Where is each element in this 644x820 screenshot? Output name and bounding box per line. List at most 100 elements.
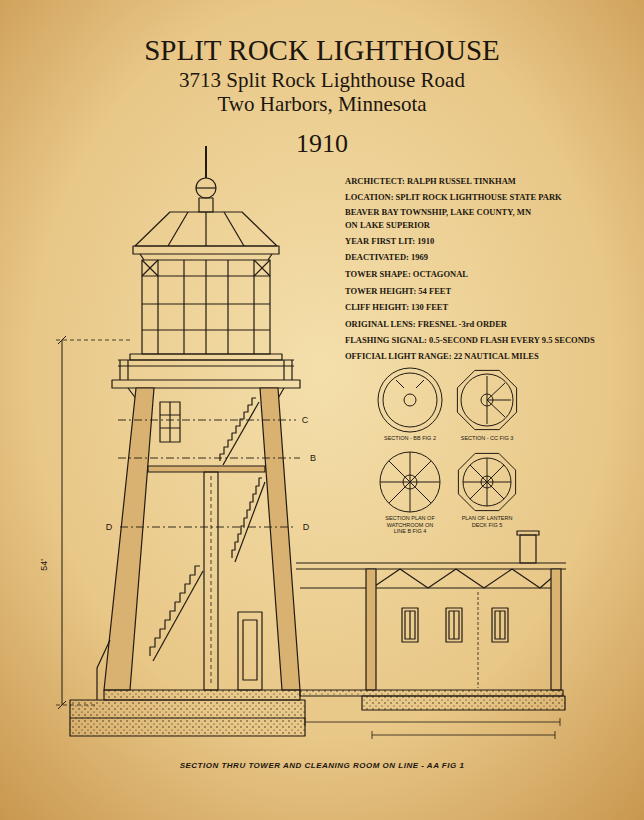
cleaning-room-section — [362, 696, 565, 710]
tower-section — [220, 398, 256, 461]
plan-sections — [481, 394, 493, 406]
year-label: 1910 — [296, 131, 348, 157]
tower-section — [235, 482, 265, 562]
cleaning-room-section — [409, 611, 410, 639]
cleaning-room-section — [449, 611, 459, 639]
spec-line: CLIFF HEIGHT: 130 FEET — [345, 303, 448, 312]
tower-section — [232, 478, 262, 558]
cleaning-room-section — [453, 611, 454, 639]
tower-section — [196, 178, 216, 198]
dimension-lines — [62, 340, 63, 705]
spec-line: DEACTIVATED: 1969 — [345, 253, 428, 262]
cleaning-room-section — [499, 611, 500, 639]
dimension-label: 54' — [40, 559, 49, 571]
cleaning-room-section — [405, 611, 415, 639]
cleaning-room-section — [495, 611, 505, 639]
section-lines — [118, 420, 300, 527]
cleaning-room-section — [305, 722, 560, 735]
tower-section — [70, 146, 305, 736]
cleaning-room-section — [517, 531, 539, 535]
spec-line: ARCHICTECT: RALPH RUSSEL TINKHAM — [345, 177, 516, 186]
plan-sections — [378, 368, 442, 432]
section-letter: D — [106, 523, 113, 532]
plan-sections — [404, 394, 416, 406]
tower-section — [70, 700, 305, 736]
cleaning-room-section — [305, 718, 560, 739]
cleaning-room-section — [551, 569, 561, 690]
section-letter: C — [302, 416, 309, 425]
plan-caption: SECTION - CC FIG 3 — [459, 435, 515, 442]
tower-section — [153, 571, 203, 661]
spec-line: LOCATION: SPLIT ROCK LIGHTHOUSE STATE PA… — [345, 193, 562, 202]
page-title: SPLIT ROCK LIGHTHOUSE — [144, 36, 500, 65]
spec-line: ORIGINAL LENS: FRESNEL -3rd ORDER — [345, 320, 507, 329]
dimension-lines — [56, 336, 130, 709]
cleaning-room-section — [366, 569, 376, 690]
tower-section — [142, 260, 270, 276]
tower-section — [243, 620, 257, 680]
section-lines — [118, 420, 300, 527]
tower-section — [158, 260, 254, 354]
tower-section — [148, 466, 265, 472]
section-letter: D — [303, 523, 310, 532]
tower-section — [238, 612, 262, 690]
tower-section — [223, 402, 259, 465]
tower-section — [150, 566, 200, 656]
plan-caption: SECTION - BB FIG 2 — [382, 435, 438, 442]
cleaning-room-section — [402, 608, 418, 642]
tower-section — [118, 360, 294, 366]
plan-sections — [380, 452, 440, 512]
spec-line: TOWER SHAPE: OCTAGONAL — [345, 270, 468, 279]
tower-section — [70, 717, 305, 718]
tower-section — [260, 388, 300, 690]
tower-section — [142, 260, 270, 354]
spec-line: YEAR FIRST LIT: 1910 — [345, 237, 434, 246]
spec-line: OFFICIAL LIGHT RANGE: 22 NAUTICAL MILES — [345, 352, 539, 361]
tower-section — [142, 276, 270, 330]
cleaning-room-section — [446, 608, 462, 642]
cleaning-room-section — [520, 535, 536, 563]
cleaning-room-section — [372, 569, 555, 588]
plan-sections — [383, 373, 437, 427]
plan-sections — [487, 376, 511, 424]
cleaning-room-section — [300, 690, 563, 696]
plan-sections — [396, 380, 424, 388]
tower-section — [204, 472, 218, 690]
section-letter: B — [310, 454, 316, 463]
address-line: 3713 Split Rock Lighthouse Road — [179, 70, 465, 91]
plan-sections — [380, 452, 440, 512]
plan-sections — [458, 453, 515, 510]
tower-section — [196, 187, 216, 188]
plan-sections — [378, 368, 517, 512]
plan-sections — [463, 458, 511, 506]
tower-section — [160, 402, 180, 442]
tower-section — [199, 198, 213, 212]
tower-section — [104, 690, 300, 700]
tower-section — [120, 360, 292, 380]
cleaning-room-section — [372, 569, 555, 588]
plan-sections — [457, 370, 516, 429]
spec-line: TOWER HEIGHT: 54 FEET — [345, 287, 451, 296]
tower-section — [133, 246, 279, 254]
tower-section — [211, 476, 212, 686]
spec-line: ON LAKE SUPERIOR — [345, 221, 430, 230]
plan-caption: SECTION PLAN OF WATCHROOM ON LINE B FIG … — [382, 515, 438, 535]
tower-section — [140, 254, 272, 260]
figure-caption: SECTION THRU TOWER AND CLEANING ROOM ON … — [172, 760, 472, 772]
tower-section — [130, 354, 282, 360]
cleaning-room-section — [296, 531, 566, 739]
cleaning-room-section — [296, 563, 566, 569]
spec-line: FLASHING SIGNAL: 0.5-SECOND FLASH EVERY … — [345, 336, 595, 345]
tower-section — [160, 402, 180, 442]
dimension-lines — [56, 340, 130, 705]
cleaning-room-section — [492, 608, 508, 642]
spec-line: BEAVER BAY TOWNSHIP, LAKE COUNTY, MN — [345, 208, 531, 217]
tower-section — [168, 212, 244, 246]
plan-sections — [461, 374, 513, 426]
plan-caption: PLAN OF LANTERN DECK FIG 5 — [459, 515, 515, 528]
tower-section — [112, 380, 300, 388]
dimension-lines — [58, 336, 66, 709]
address-line: Two Harbors, Minnesota — [217, 94, 426, 115]
